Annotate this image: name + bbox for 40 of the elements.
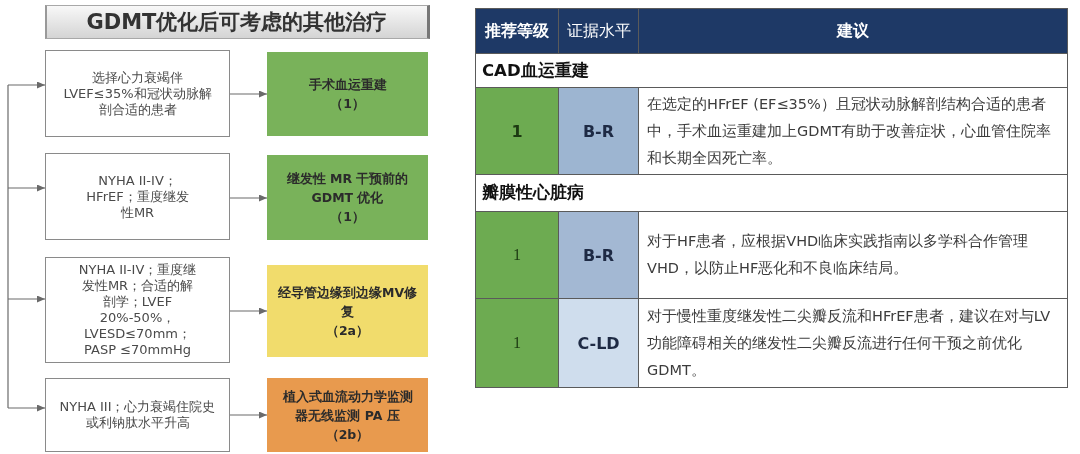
- treatment-box: [267, 265, 428, 357]
- recommendation-class: （1）: [330, 208, 365, 226]
- recommendation-class: （1）: [330, 95, 365, 113]
- section-heading: CAD血运重建: [476, 54, 1067, 87]
- title-banner: GDMT优化后可考虑的其他治疗: [45, 5, 430, 39]
- recommendation-text: 对于慢性重度继发性二尖瓣反流和HFrEF患者，建议在对与LV功能障碍相关的继发性二尖瓣反流进行任何干预之前优化GDMT。: [639, 299, 1067, 387]
- treatment-box: [267, 155, 428, 240]
- column-header: 推荐等级: [476, 9, 558, 53]
- condition-box: NYHA II-IV；HFrEF；重度继发性MR: [45, 153, 230, 240]
- treatment-name: 继发性 MR 干预前的GDMT 优化: [285, 170, 410, 207]
- treatment-name: 植入式血流动力学监测器无线监测 PA 压: [281, 387, 414, 425]
- arrow: [7, 404, 46, 412]
- column-header: 证据水平: [559, 9, 638, 53]
- recommendation-text: 在选定的HFrEF (EF≤35%）且冠状动脉解剖结构合适的患者中，手术血运重建加上GDMT有助于改善症状，心血管住院率和长期全因死亡率。: [639, 88, 1067, 174]
- treatment-box: [267, 378, 428, 452]
- trunk-line: [7, 84, 9, 409]
- treatment-name: 经导管边缘到边缘MV修复: [277, 283, 418, 321]
- class-of-recommendation: 1: [476, 212, 558, 298]
- treatment-box: [267, 52, 428, 136]
- section-heading: 瓣膜性心脏病: [476, 175, 1067, 211]
- recommendation-class: （2b）: [325, 425, 370, 444]
- arrow: [229, 194, 268, 202]
- arrow: [229, 307, 268, 315]
- level-of-evidence: B-R: [559, 212, 638, 298]
- recommendation-text: 对于HF患者，应根据VHD临床实践指南以多学科合作管理VHD，以防止HF恶化和不良临床结局。: [639, 212, 1067, 298]
- class-of-recommendation: 1: [476, 299, 558, 387]
- column-header: 建议: [639, 9, 1067, 53]
- arrow: [7, 81, 46, 89]
- class-of-recommendation: 1: [476, 88, 558, 174]
- recommendation-class: （2a）: [325, 321, 370, 340]
- arrow: [229, 90, 268, 98]
- level-of-evidence: B-R: [559, 88, 638, 174]
- condition-box: NYHA III；心力衰竭住院史或利钠肽水平升高: [45, 378, 230, 452]
- level-of-evidence: C-LD: [559, 299, 638, 387]
- arrow: [7, 295, 46, 303]
- arrow: [7, 184, 46, 192]
- arrow: [229, 411, 268, 419]
- treatment-name: 手术血运重建: [308, 76, 387, 94]
- condition-box: 选择心力衰竭伴LVEF≤35%和冠状动脉解剖合适的患者: [45, 50, 230, 137]
- condition-box: NYHA II-IV；重度继发性MR；合适的解剖学；LVEF 20%-50%，LVESD≤70mm；PASP ≤70mmHg: [45, 257, 230, 363]
